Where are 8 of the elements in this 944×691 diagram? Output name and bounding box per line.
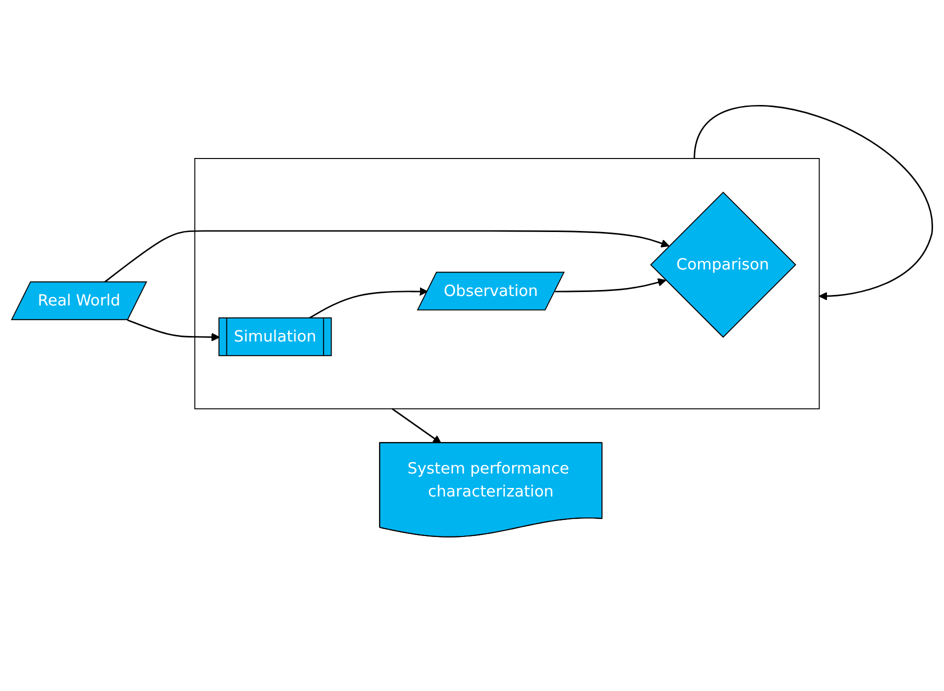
cluster	[194, 158, 820, 410]
arrow	[127, 319, 220, 342]
arrow	[555, 278, 666, 292]
arrow	[392, 408, 442, 444]
arrow	[694, 105, 933, 300]
node-diamond: Comparison	[650, 192, 796, 338]
arrow	[104, 230, 670, 283]
arrow	[308, 287, 428, 320]
